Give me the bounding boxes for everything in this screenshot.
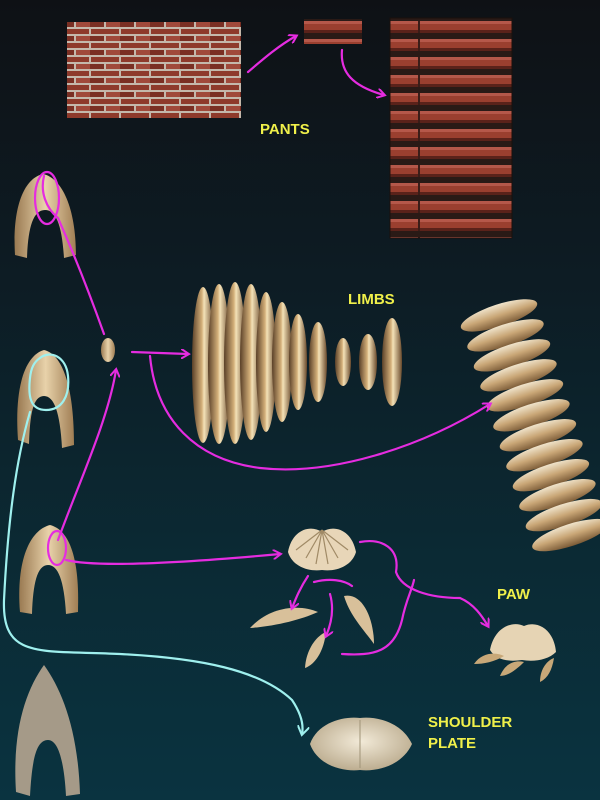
cyan-arrow bbox=[2, 353, 303, 734]
limbs-disc-stack bbox=[192, 282, 402, 444]
coil-stack bbox=[460, 299, 600, 552]
scallop-shell-icon bbox=[288, 528, 356, 571]
arrow-swirl bbox=[312, 578, 354, 636]
arrow-brick-to-strip bbox=[246, 36, 296, 74]
arrow-horn-up-to-chip bbox=[56, 370, 116, 542]
label-paw: PAW bbox=[497, 586, 531, 603]
highlight-circle-cyan bbox=[28, 353, 70, 412]
label-limbs: LIMBS bbox=[348, 291, 395, 308]
arrow-horn-to-shoulder-plate bbox=[2, 410, 303, 734]
arrow-shell-to-chip bbox=[41, 174, 106, 336]
arrow-split-to-claws bbox=[292, 574, 310, 608]
label-shoulder-plate: SHOULDER PLATE bbox=[428, 714, 513, 752]
brick-strip-texture bbox=[304, 19, 362, 44]
label-pants: PANTS bbox=[260, 121, 310, 138]
arrow-claws-return bbox=[340, 578, 416, 656]
brick-column-texture bbox=[389, 17, 513, 239]
highlight-circle-bottom bbox=[46, 529, 68, 567]
shoulder-plate-shape bbox=[310, 717, 412, 771]
claw-pieces bbox=[250, 595, 374, 668]
arrow-chip-to-limbs bbox=[130, 352, 188, 354]
magenta-arrows bbox=[33, 36, 490, 656]
horn-shell-icon bbox=[19, 525, 79, 614]
horn-shell-icon bbox=[14, 174, 77, 258]
paw-shape bbox=[474, 624, 556, 682]
horn-shell-icon bbox=[15, 665, 80, 796]
highlight-circle-top bbox=[33, 170, 61, 226]
brick-wall-texture bbox=[67, 22, 241, 118]
arrow-strip-to-column bbox=[340, 48, 384, 95]
arrow-scallop-to-paw bbox=[358, 540, 488, 626]
arrow-horn-to-scallop bbox=[64, 554, 280, 566]
arrow-chip-to-coil bbox=[148, 354, 490, 471]
shell-chip bbox=[101, 338, 115, 362]
